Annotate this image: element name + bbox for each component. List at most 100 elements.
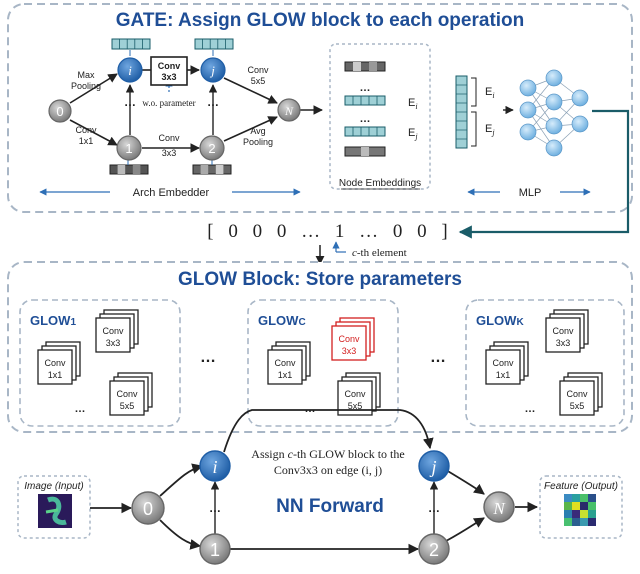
svg-text:3x3: 3x3 [106,338,121,348]
glow-panel [7,261,633,433]
input-image-frame [17,475,91,539]
label-wo-parameter: w.o. parameter [142,98,195,108]
output-feature-frame [539,475,623,539]
svg-text:GLOWC: GLOWC [258,313,306,328]
svg-text:…: … [305,403,316,415]
fwd-edge-i-j [223,409,434,453]
mlp-network [519,69,589,157]
gate-node-i: i [117,57,143,83]
node-embeddings-label: Node Embeddings [339,178,421,189]
fwd-node-1: 1 [199,533,231,565]
svg-text:Conv: Conv [566,389,588,399]
glow-block-1: GLOW1 Conv 1x1 Conv 3x3 Conv 5x5 … [19,299,181,427]
gate-conv-box-line2: 3x3 [161,72,176,82]
assign-text-line2: Conv3x3 on edge (i, j) [274,463,382,477]
embedding-bar-bottom-right [192,164,232,175]
svg-text:1x1: 1x1 [496,370,511,380]
glow-title: GLOW Block: Store parameters [178,269,462,290]
gate-title: GATE: Assign GLOW block to each operatio… [116,10,525,31]
label-pooling: Pooling [71,81,101,91]
fwd-edge-0-i [159,463,204,497]
gate-conv-box-line1: Conv [158,61,181,71]
svg-text:Conv: Conv [344,389,366,399]
fwd-node-2: 2 [418,533,450,565]
svg-text:2: 2 [208,141,215,156]
mlp-ei: Ei [485,86,495,100]
svg-text:Conv: Conv [116,389,138,399]
svg-text:…: … [525,403,536,415]
glow-between-dots-2: … [430,349,446,366]
svg-text:Conv: Conv [274,358,296,368]
mlp-bracket-bottom [471,111,477,147]
label-max: Max [77,70,95,80]
svg-text:2: 2 [429,540,439,560]
label-avg-pooling: Pooling [243,137,273,147]
glow-between-dots-1: … [200,349,216,366]
mlp-bracket-top [471,77,477,107]
svg-text:5x5: 5x5 [570,401,585,411]
cth-element-label: c-th element [352,247,407,259]
fwd-ellipsis-a: … [209,501,221,515]
svg-text:i: i [212,457,217,477]
ellipsis-gate-b: … [207,95,219,109]
svg-text:Conv: Conv [102,326,124,336]
fwd-edge-2-n [445,517,485,542]
label-conv1x1-a: Conv [75,125,97,135]
input-image-thumbnail [38,494,72,528]
fwd-edge-j-n [445,469,485,495]
node-embedding-ei: Ei [408,97,418,111]
svg-text:GLOWK: GLOWK [476,313,524,328]
output-feature-label: Feature (Output) [544,481,618,492]
node-embedding-ej: Ej [408,127,418,141]
embedding-bar-bottom [109,164,149,175]
edge-2-n [223,116,278,142]
svg-text:Conv: Conv [44,358,66,368]
svg-text:1x1: 1x1 [48,370,63,380]
gate-node-1: 1 [116,135,142,161]
svg-text:j: j [429,457,436,477]
label-conv3x3-a: Conv [158,133,180,143]
svg-text:1: 1 [125,141,132,156]
node-embedding-rows: … … [344,61,386,157]
gate-node-0: 0 [48,99,72,123]
input-image-label: Image (Input) [24,481,83,492]
svg-text:N: N [284,104,294,118]
svg-text:…: … [360,113,371,125]
fwd-node-j: j [418,450,450,482]
svg-text:3x3: 3x3 [342,346,357,356]
nn-forward-title: NN Forward [276,496,384,517]
gate-node-2: 2 [199,135,225,161]
gate-panel [7,3,633,213]
svg-text:GLOW1: GLOW1 [30,313,76,328]
mlp-label: MLP [519,187,542,199]
svg-text:3x3: 3x3 [556,338,571,348]
label-conv5x5-b: 5x5 [251,76,266,86]
edge-0-1 [69,119,118,146]
label-conv3x3-b: 3x3 [162,148,177,158]
onehot-vector: [ 0 0 0 … 1 … 0 0 ] [207,221,452,242]
gate-node-j: j [200,57,226,83]
gate-node-n: N [277,98,301,122]
svg-text:…: … [75,403,86,415]
svg-text:Conv: Conv [552,326,574,336]
output-feature-heatmap [564,494,596,526]
edge-0-i [69,73,118,104]
svg-text:1: 1 [210,540,220,560]
svg-text:5x5: 5x5 [348,401,363,411]
svg-text:0: 0 [56,104,63,119]
embedding-column [455,75,468,149]
svg-text:…: … [360,82,371,94]
label-conv1x1-b: 1x1 [79,136,94,146]
svg-text:N: N [492,499,506,518]
assign-text-line1: Assign c-th GLOW block to the [251,447,404,461]
glow-block-k: GLOWK Conv 1x1 Conv 3x3 Conv 5x5 … [465,299,625,427]
svg-text:5x5: 5x5 [120,401,135,411]
edge-j-n [223,77,278,104]
svg-text:Conv: Conv [492,358,514,368]
svg-text:1x1: 1x1 [278,370,293,380]
label-avg: Avg [250,126,265,136]
embedding-bar-top [111,38,151,50]
svg-text:i: i [128,63,132,78]
svg-text:Conv: Conv [338,334,360,344]
